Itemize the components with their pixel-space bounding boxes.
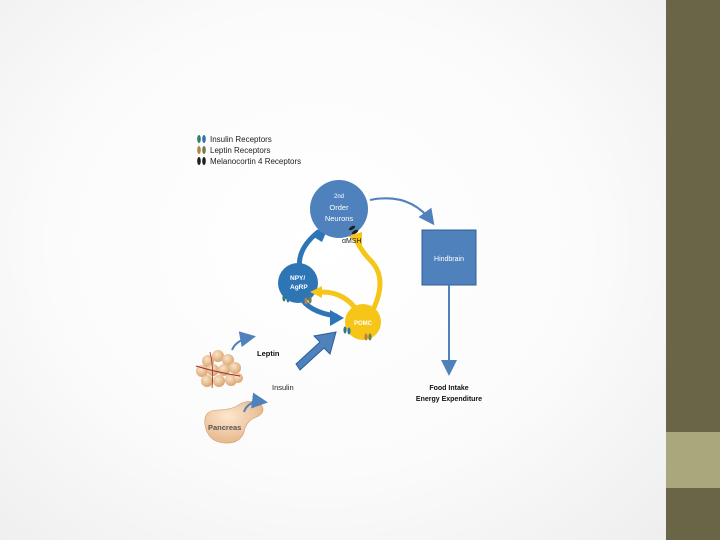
pomc-label: POMC (354, 321, 373, 327)
legend-insulin-label: Insulin Receptors (210, 135, 272, 144)
insulin-receptor-icon (197, 135, 206, 143)
second-order-label-line2: Order (329, 203, 349, 212)
leptin-label: Leptin (257, 349, 280, 358)
outcome-food-intake: Food Intake (429, 385, 468, 392)
second-order-label-line3: Neurons (325, 214, 354, 223)
adipose-tissue-image (195, 350, 243, 389)
insulin-label: Insulin (272, 383, 294, 392)
hindbrain-label: Hindbrain (434, 256, 464, 263)
outcome-energy-expenditure: Energy Expenditure (416, 396, 482, 403)
legend-leptin-label: Leptin Receptors (210, 146, 270, 155)
pancreas-image (204, 401, 264, 444)
slide-background (0, 0, 666, 540)
pancreas-label: Pancreas (208, 423, 241, 432)
leptin-arrow (231, 331, 256, 351)
legend-mc4-label: Melanocortin 4 Receptors (210, 157, 301, 166)
big-signal-arrow (295, 331, 337, 371)
amsh-label: αMSH (342, 238, 362, 245)
npy-label-line2: AgRP (290, 284, 308, 291)
insulin-arrow (243, 392, 268, 413)
second-order-neurons: 2nd Order Neurons (310, 180, 368, 238)
npy-agrp-neuron: NPY/ AgRP (278, 228, 344, 326)
npy-label-line1: NPY/ (290, 275, 305, 282)
hindbrain-box (421, 229, 477, 286)
legend: Insulin Receptors Leptin Receptors Melan… (197, 135, 301, 166)
pomc-neuron: POMC (310, 232, 383, 341)
mc4-receptor-icon (197, 157, 206, 165)
side-bar-accent (666, 432, 720, 488)
mc4-receptors-icon (348, 225, 359, 235)
arrow-to-hindbrain (369, 197, 435, 226)
second-order-label-line1: 2nd (334, 194, 344, 200)
leptin-receptor-icon (197, 146, 206, 154)
